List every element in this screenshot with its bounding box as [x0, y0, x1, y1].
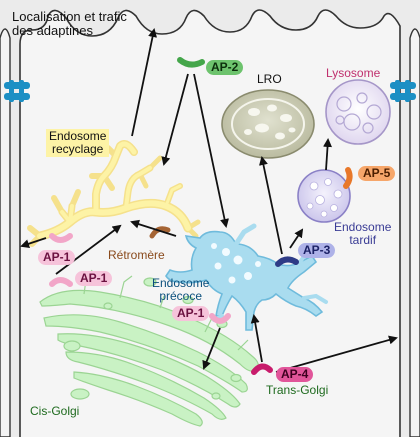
- lro-label: LRO: [257, 72, 282, 86]
- ap3-coat: [275, 256, 299, 267]
- late-endosome: [297, 169, 351, 223]
- right-neighbour-cell: [409, 28, 420, 437]
- ap2-coat: [177, 57, 205, 68]
- lysosome-label: Lysosome: [326, 66, 381, 80]
- lro-organelle: [221, 89, 315, 159]
- arrow-golgi-to-recycling: [55, 224, 122, 275]
- diagram-title: Localisation et trafic des adaptines: [12, 10, 127, 38]
- retromer-coat: [149, 226, 171, 239]
- recycling-endosome-label-line-1: Endosome: [49, 129, 107, 143]
- lysosome-organelle: [325, 79, 391, 145]
- ap3-label: AP-3: [298, 243, 336, 258]
- ap2-label: AP-2: [206, 60, 244, 75]
- ap1-early-label: AP-1: [172, 306, 210, 321]
- late-endosome-label: Endosome tardif: [334, 221, 391, 247]
- arrow-early-to-late: [289, 228, 304, 249]
- arrow-golgi-to-early: [250, 314, 263, 363]
- late-endosome-label-line-1: Endosome: [334, 220, 392, 234]
- recycling-endosome-label: Endosome recyclage: [46, 129, 110, 157]
- ap1-coat-early: [209, 313, 231, 324]
- early-endosome-label-line-1: Endosome: [152, 276, 210, 290]
- arrow-golgi-to-membrane: [275, 335, 398, 373]
- arrow-early-to-lro: [259, 156, 283, 255]
- arrow-late-to-lysosome: [323, 138, 333, 171]
- recycling-endosome-label-line-2: recyclage: [52, 142, 104, 156]
- title-line-2: des adaptines: [12, 23, 93, 38]
- golgi-apparatus: [39, 269, 259, 427]
- ap1-lower-label: AP-1: [75, 271, 113, 286]
- late-endosome-label-line-2: tardif: [349, 233, 377, 247]
- cis-golgi-label: Cis-Golgi: [30, 404, 80, 418]
- arrow-early-to-golgi: [202, 327, 221, 370]
- arrow-recycling-to-membrane: [131, 28, 157, 137]
- trafficking-arrows: [20, 28, 398, 373]
- trans-golgi-label: Trans-Golgi: [266, 383, 329, 397]
- arrow-ap2-to-recycling: [161, 73, 189, 166]
- right-junction-channel: [390, 80, 416, 102]
- arrow-recycling-left: [20, 237, 47, 249]
- left-neighbour-cell: [0, 28, 11, 437]
- ap4-coat: [251, 363, 273, 375]
- arrow-ap2-to-early: [193, 73, 229, 228]
- ap1-left-label: AP-1: [38, 250, 76, 265]
- title-line-1: Localisation et trafic: [12, 9, 127, 24]
- ap4-label: AP-4: [276, 367, 314, 382]
- early-endosome-label-line-2: précoce: [159, 289, 203, 303]
- arrow-retromer-to-recycling: [130, 219, 177, 237]
- ap1-coat-recycling: [49, 233, 73, 243]
- early-endosome-label: Endosome précoce: [152, 277, 209, 303]
- ap5-coat: [343, 167, 353, 189]
- retromer-label: Rétromère: [108, 248, 165, 262]
- ap5-label: AP-5: [358, 166, 396, 181]
- left-junction-channel: [4, 80, 30, 102]
- recycling-endosome-fill: [37, 141, 191, 239]
- ap1-coat-golgi: [49, 277, 73, 287]
